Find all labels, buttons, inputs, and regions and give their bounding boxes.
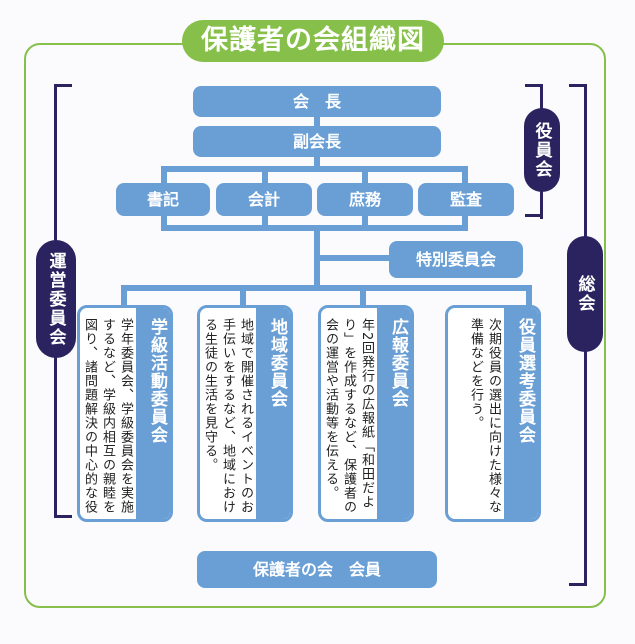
vice-president-box: 副会長 xyxy=(193,126,441,157)
left-bracket-bottom xyxy=(54,515,72,518)
committee-description: 学年委員会、学級委員会を実施するなど、学級内相互の親睦を図り、諸問題解決の中心的… xyxy=(82,318,133,514)
committee-officer-selection: 役員選考委員会 次期役員の選出に向けた様々な準備などを行う。 xyxy=(445,305,541,522)
committee-class-activities: 学級活動委員会 学年委員会、学級委員会を実施するなど、学級内相互の親睦を図り、諸… xyxy=(77,305,173,522)
committee-name: 学級活動委員会 xyxy=(136,308,170,519)
members-box: 保護者の会 会員 xyxy=(197,551,437,588)
committee-community: 地域委員会 地域で開催されるイベントのお手伝いをするなど、地域における生徒の生活… xyxy=(197,305,293,522)
general-affairs-box: 庶務 xyxy=(317,183,413,216)
roles-bottom-rail xyxy=(161,225,468,231)
connector xyxy=(320,255,400,261)
committee-name: 広報委員会 xyxy=(377,308,411,519)
officers-meeting-label: 役員会 xyxy=(524,108,560,192)
secretary-box: 書記 xyxy=(116,183,210,216)
president-box: 会 長 xyxy=(193,86,441,117)
officers-bracket-top xyxy=(525,84,543,87)
committee-name: 役員選考委員会 xyxy=(504,308,538,519)
treasurer-box: 会計 xyxy=(216,183,312,216)
connector xyxy=(314,117,320,127)
roles-top-rail xyxy=(161,166,468,172)
general-meeting-bracket-top xyxy=(569,84,587,87)
special-committee-box: 特別委員会 xyxy=(389,241,523,278)
committees-rail xyxy=(121,285,532,291)
committee-description: 地域で開催されるイベントのお手伝いをするなど、地域における生徒の生活を見守る。 xyxy=(202,318,253,514)
auditor-box: 監査 xyxy=(418,183,514,216)
general-meeting-label: 総会 xyxy=(567,236,603,352)
connector xyxy=(314,157,320,169)
committee-description: 年2回発行の広報紙「和田だより」を作成するなど、保護者の会の運営や活動等を伝える… xyxy=(323,318,374,514)
left-bracket-top xyxy=(54,84,72,87)
connector xyxy=(360,285,366,305)
connector xyxy=(526,285,532,305)
connector xyxy=(240,285,246,305)
connector xyxy=(121,285,127,305)
committee-description: 次期役員の選出に向けた様々な準備などを行う。 xyxy=(468,318,501,514)
operating-committee-label: 運営委員会 xyxy=(36,240,76,358)
diagram-title: 保護者の会組織図 xyxy=(182,20,444,62)
committee-name: 地域委員会 xyxy=(256,308,290,519)
committee-public-relations: 広報委員会 年2回発行の広報紙「和田だより」を作成するなど、保護者の会の運営や活… xyxy=(318,305,414,522)
trunk-line xyxy=(314,231,320,289)
general-meeting-bracket-bottom xyxy=(569,583,587,586)
officers-bracket-bottom xyxy=(525,214,543,217)
